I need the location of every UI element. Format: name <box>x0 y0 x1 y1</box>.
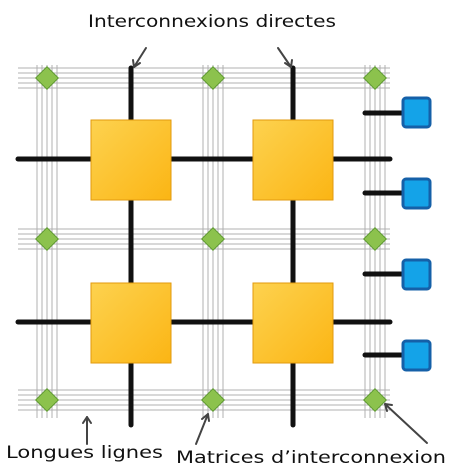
switch-matrices <box>34 65 388 413</box>
switch-matrix <box>362 387 388 413</box>
switch-matrix <box>200 226 226 252</box>
long-lines-horizontal-middle <box>18 228 390 250</box>
logic-block <box>252 282 334 364</box>
label-long-lines: Longues lignes <box>6 443 163 463</box>
switch-matrix <box>362 226 388 252</box>
switch-matrix <box>200 387 226 413</box>
io-block <box>401 339 432 372</box>
logic-block <box>90 282 172 364</box>
switch-matrix <box>200 65 226 91</box>
io-block <box>401 177 432 210</box>
io-block <box>401 96 432 129</box>
switch-matrix <box>362 65 388 91</box>
label-switch-matrices: Matrices d’interconnexion <box>176 448 446 466</box>
callout-arrows <box>82 47 428 445</box>
switch-matrix <box>34 65 60 91</box>
switch-matrix <box>34 226 60 252</box>
labels: Interconnexions directes Longues lignes … <box>6 12 446 466</box>
logic-block <box>252 119 334 201</box>
label-direct-interconnections: Interconnexions directes <box>88 12 336 32</box>
arrow-to-switch-right <box>384 403 428 444</box>
io-block <box>401 258 432 291</box>
logic-block <box>90 119 172 201</box>
switch-matrix <box>34 387 60 413</box>
logic-blocks <box>90 119 334 364</box>
arrow-to-direct-line-right <box>277 47 292 68</box>
arrow-to-direct-line-left <box>133 47 147 68</box>
io-blocks <box>401 96 432 372</box>
arrow-to-switch-center <box>195 413 209 445</box>
